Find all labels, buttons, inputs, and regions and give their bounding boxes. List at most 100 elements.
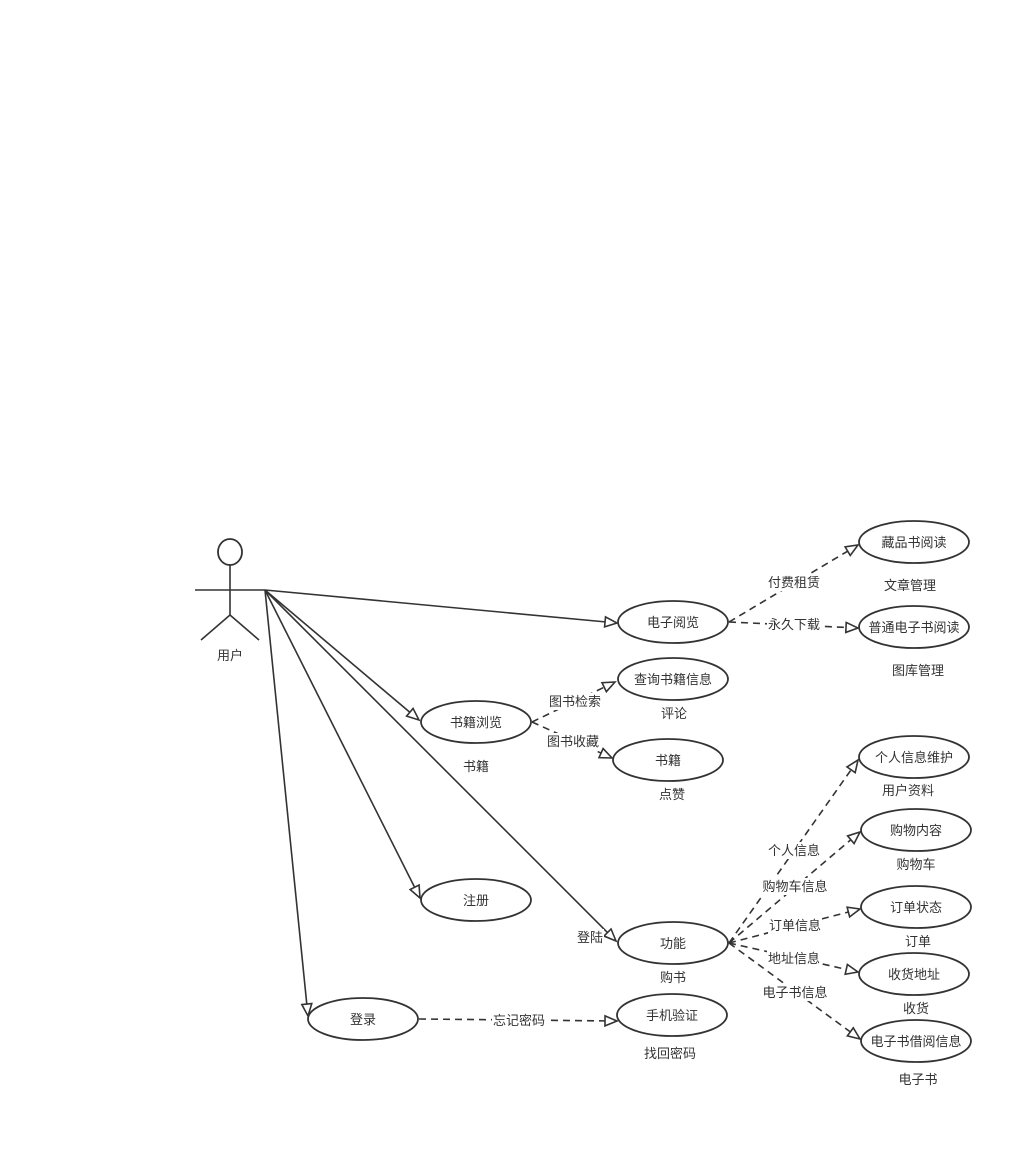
edge-label-bg: [576, 929, 604, 946]
edge-label-bg: [546, 733, 600, 750]
use-case-caption: 用户资料: [882, 783, 934, 799]
edge-arrowhead: [843, 543, 860, 557]
edge-actor-to-login: [264, 589, 313, 1019]
use-case-caption: 文章管理: [884, 578, 936, 594]
edge-label: 购物车信息: [762, 879, 827, 895]
edge-line: [264, 589, 308, 1005]
edge-actor-to-bookbrowse: [264, 589, 421, 722]
use-case-ellipse: [858, 605, 970, 649]
use-case-label: 注册: [463, 894, 489, 909]
use-case-label: 购物内容: [890, 823, 942, 839]
edge-arrowhead: [408, 883, 421, 900]
use-case-label: 个人信息维护: [875, 750, 953, 766]
edge-actor-to-func: 登陆: [264, 589, 618, 946]
edge-arrowhead: [602, 927, 618, 943]
edge-login-to-phone: 忘记密码: [418, 1012, 620, 1029]
use-case-caption: 图库管理: [892, 663, 944, 679]
use-case-ellipse: [860, 885, 972, 929]
edge-ebrowse-to-collect: 付费租赁: [728, 543, 860, 623]
actor-left-leg: [200, 614, 231, 641]
use-case-label: 书籍: [655, 753, 681, 769]
edge-arrowhead: [603, 615, 620, 628]
edge-bookbrowse-to-book: 图书收藏: [531, 721, 614, 759]
use-case-caption: 点赞: [659, 788, 685, 803]
edge-label: 登陆: [577, 930, 603, 946]
edge-label: 个人信息: [768, 843, 820, 859]
use-case-ellipse: [307, 997, 419, 1041]
user-actor[interactable]: 用户: [195, 538, 265, 664]
edge-func-to-address: 地址信息: [728, 942, 861, 976]
use-case-ellipse: [616, 993, 728, 1037]
edge-label: 图书收藏: [547, 735, 599, 750]
edge-label: 付费租赁: [768, 576, 820, 591]
use-case-ellipse: [858, 735, 970, 779]
edge-line: [264, 589, 416, 888]
use-case-caption: 订单: [905, 935, 931, 950]
use-case-label: 登录: [350, 1013, 376, 1028]
edge-label: 永久下载: [768, 618, 820, 633]
edge-line: [264, 589, 411, 713]
use-case-ebrowse[interactable]: 电子阅览: [617, 600, 729, 644]
edge-arrowhead: [844, 621, 861, 634]
edge-line: [728, 621, 847, 629]
edge-line: [264, 589, 606, 623]
edge-label: 订单信息: [769, 918, 821, 934]
use-case-caption: 收货: [903, 1001, 929, 1017]
edge-arrowhead: [300, 1002, 313, 1019]
edge-func-to-orderst: 订单信息: [728, 906, 863, 944]
use-case-login[interactable]: 登录: [307, 997, 419, 1041]
edge-func-to-cartitem: 购物车信息: [728, 830, 862, 944]
use-case-label: 收货地址: [888, 967, 940, 983]
edge-label: 忘记密码: [493, 1013, 545, 1029]
edge-label-bg: [767, 842, 821, 859]
edge-arrowhead: [846, 830, 862, 846]
use-case-label: 书籍浏览: [450, 715, 502, 731]
edge-label: 图书检索: [549, 695, 601, 710]
edge-actor-to-ebrowse: [264, 589, 620, 628]
edges-layer: 登陆 付费租赁永久下载图书检索图书收藏个人信息购物车信息订单信息地址信息电子书信息…: [264, 543, 863, 1041]
edge-arrowhead: [600, 681, 617, 694]
use-case-label: 手机验证: [646, 1008, 698, 1024]
use-case-caption: 电子书: [898, 1073, 937, 1088]
edge-label-bg: [761, 878, 829, 895]
edge-label-bg: [761, 984, 829, 1001]
use-case-ellipse: [858, 520, 970, 564]
nodes-layer: 电子阅览藏品书阅读文章管理普通电子书阅读图库管理查询书籍信息评论书籍浏览书籍书籍…: [307, 520, 972, 1088]
actor-right-leg: [229, 614, 260, 641]
use-case-ellipse: [420, 700, 532, 744]
use-case-label: 藏品书阅读: [881, 536, 946, 551]
edge-label-bg: [492, 1012, 546, 1029]
edge-label: 电子书信息: [762, 985, 827, 1001]
use-case-ellipse: [612, 738, 724, 782]
edge-arrowhead: [604, 1014, 620, 1028]
edge-arrowhead: [846, 906, 863, 919]
actor-head: [217, 538, 243, 566]
edge-bookbrowse-to-query: 图书检索: [531, 681, 617, 723]
use-case-caption: 找回密码: [644, 1046, 696, 1062]
edge-actor-to-register: [264, 589, 421, 900]
edge-label-bg: [767, 574, 821, 591]
use-case-label: 查询书籍信息: [634, 672, 712, 688]
use-case-label: 电子书借阅信息: [870, 1034, 961, 1050]
use-case-ellipse: [617, 600, 729, 644]
use-case-ellipse: [617, 921, 729, 965]
use-case-register[interactable]: 注册: [420, 878, 532, 922]
use-case-label: 普通电子书阅读: [868, 621, 959, 636]
use-case-caption: 购物车: [896, 857, 935, 873]
edge-func-to-borrow: 电子书信息: [728, 942, 862, 1041]
edge-func-to-profile: 个人信息: [728, 758, 860, 944]
edge-label-bg: [767, 950, 821, 967]
